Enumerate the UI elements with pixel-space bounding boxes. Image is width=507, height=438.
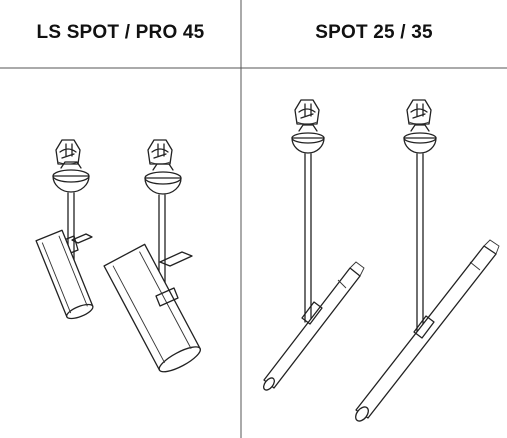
column-header-spot-25-35: SPOT 25 / 35 xyxy=(315,22,433,43)
ball-joint xyxy=(52,175,90,193)
spot-body xyxy=(263,261,365,391)
column-header-ls-spot-pro-45: LS SPOT / PRO 45 xyxy=(36,22,205,43)
mounting-clip-icon xyxy=(406,99,432,125)
ball-joint xyxy=(403,137,437,154)
spot-body xyxy=(35,229,94,320)
spot25-fixture xyxy=(263,99,365,391)
spot35-fixture xyxy=(355,99,500,422)
ball-joint xyxy=(144,177,182,195)
stem xyxy=(416,153,424,337)
mounting-clip-icon xyxy=(55,139,81,165)
mounting-clip-icon xyxy=(147,139,173,165)
ls-spot-fixture-large xyxy=(103,139,201,373)
ls-spot-fixture-small xyxy=(35,139,94,320)
mounting-clip-icon xyxy=(294,99,320,125)
ball-joint xyxy=(291,137,325,154)
stem xyxy=(304,153,312,323)
spot-body xyxy=(103,243,201,373)
